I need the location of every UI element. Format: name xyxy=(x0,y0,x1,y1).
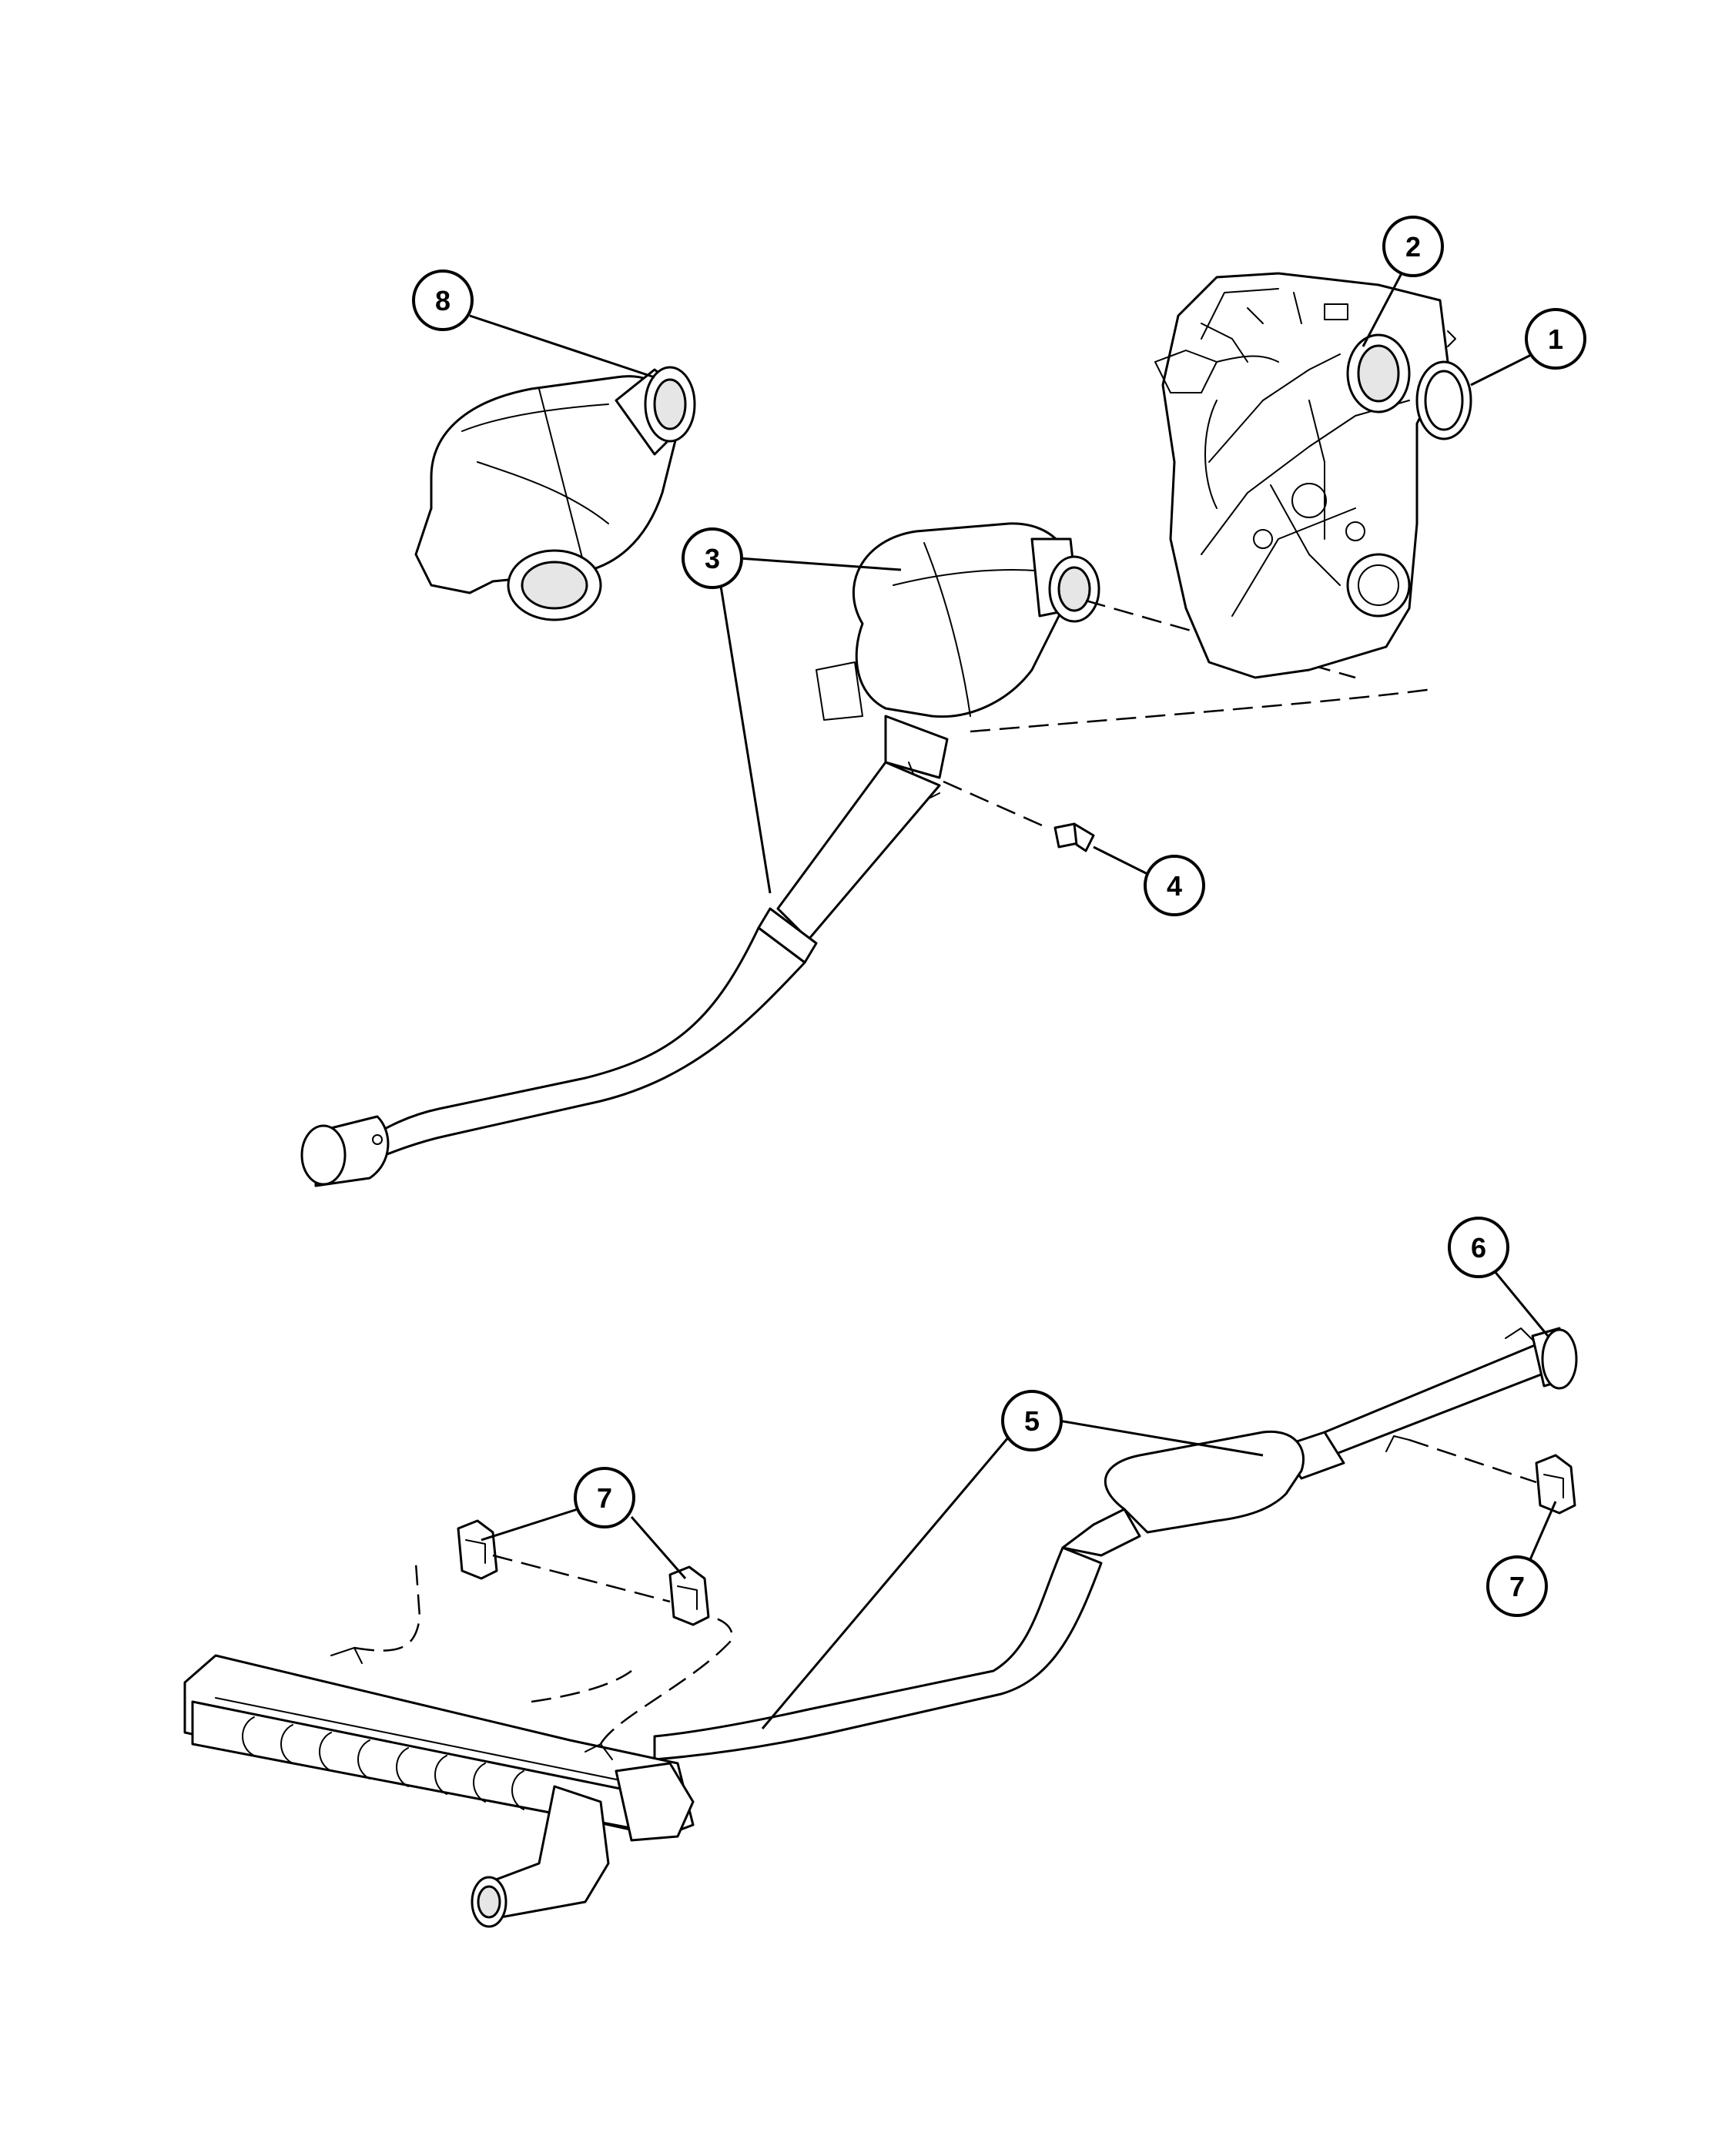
engine-block xyxy=(1154,272,1472,679)
callout-2: 2 xyxy=(1362,216,1444,347)
callout-6-label: 6 xyxy=(1471,1232,1486,1264)
callout-7-left-label: 7 xyxy=(597,1482,612,1514)
catalytic-converter-assembly xyxy=(414,366,696,621)
callout-4-label: 4 xyxy=(1167,870,1182,902)
bolt xyxy=(943,780,1095,852)
insulator-right xyxy=(1408,1438,1576,1515)
insulator-left xyxy=(457,1519,671,1603)
callout-1-label: 1 xyxy=(1548,323,1563,355)
callout-7-left: 7 xyxy=(481,1467,687,1579)
exhaust-pipe-assembly xyxy=(653,1338,1573,1761)
callout-8: 8 xyxy=(412,270,655,379)
callout-4: 4 xyxy=(1093,845,1205,916)
callout-6: 6 xyxy=(1448,1217,1549,1337)
muffler xyxy=(183,1562,733,1928)
callout-7-right: 7 xyxy=(1486,1501,1557,1617)
callout-1: 1 xyxy=(1470,308,1586,387)
callout-2-label: 2 xyxy=(1405,231,1421,263)
callout-5: 5 xyxy=(761,1390,1264,1729)
insulator-middle xyxy=(668,1565,710,1626)
callout-8-label: 8 xyxy=(435,285,451,316)
clamp xyxy=(1505,1327,1578,1390)
callout-5-label: 5 xyxy=(1024,1405,1040,1437)
callout-7-right-label: 7 xyxy=(1509,1571,1525,1602)
front-pipe-assembly xyxy=(300,522,1433,1187)
callout-3-label: 3 xyxy=(705,543,720,574)
callout-3: 3 xyxy=(682,527,902,894)
